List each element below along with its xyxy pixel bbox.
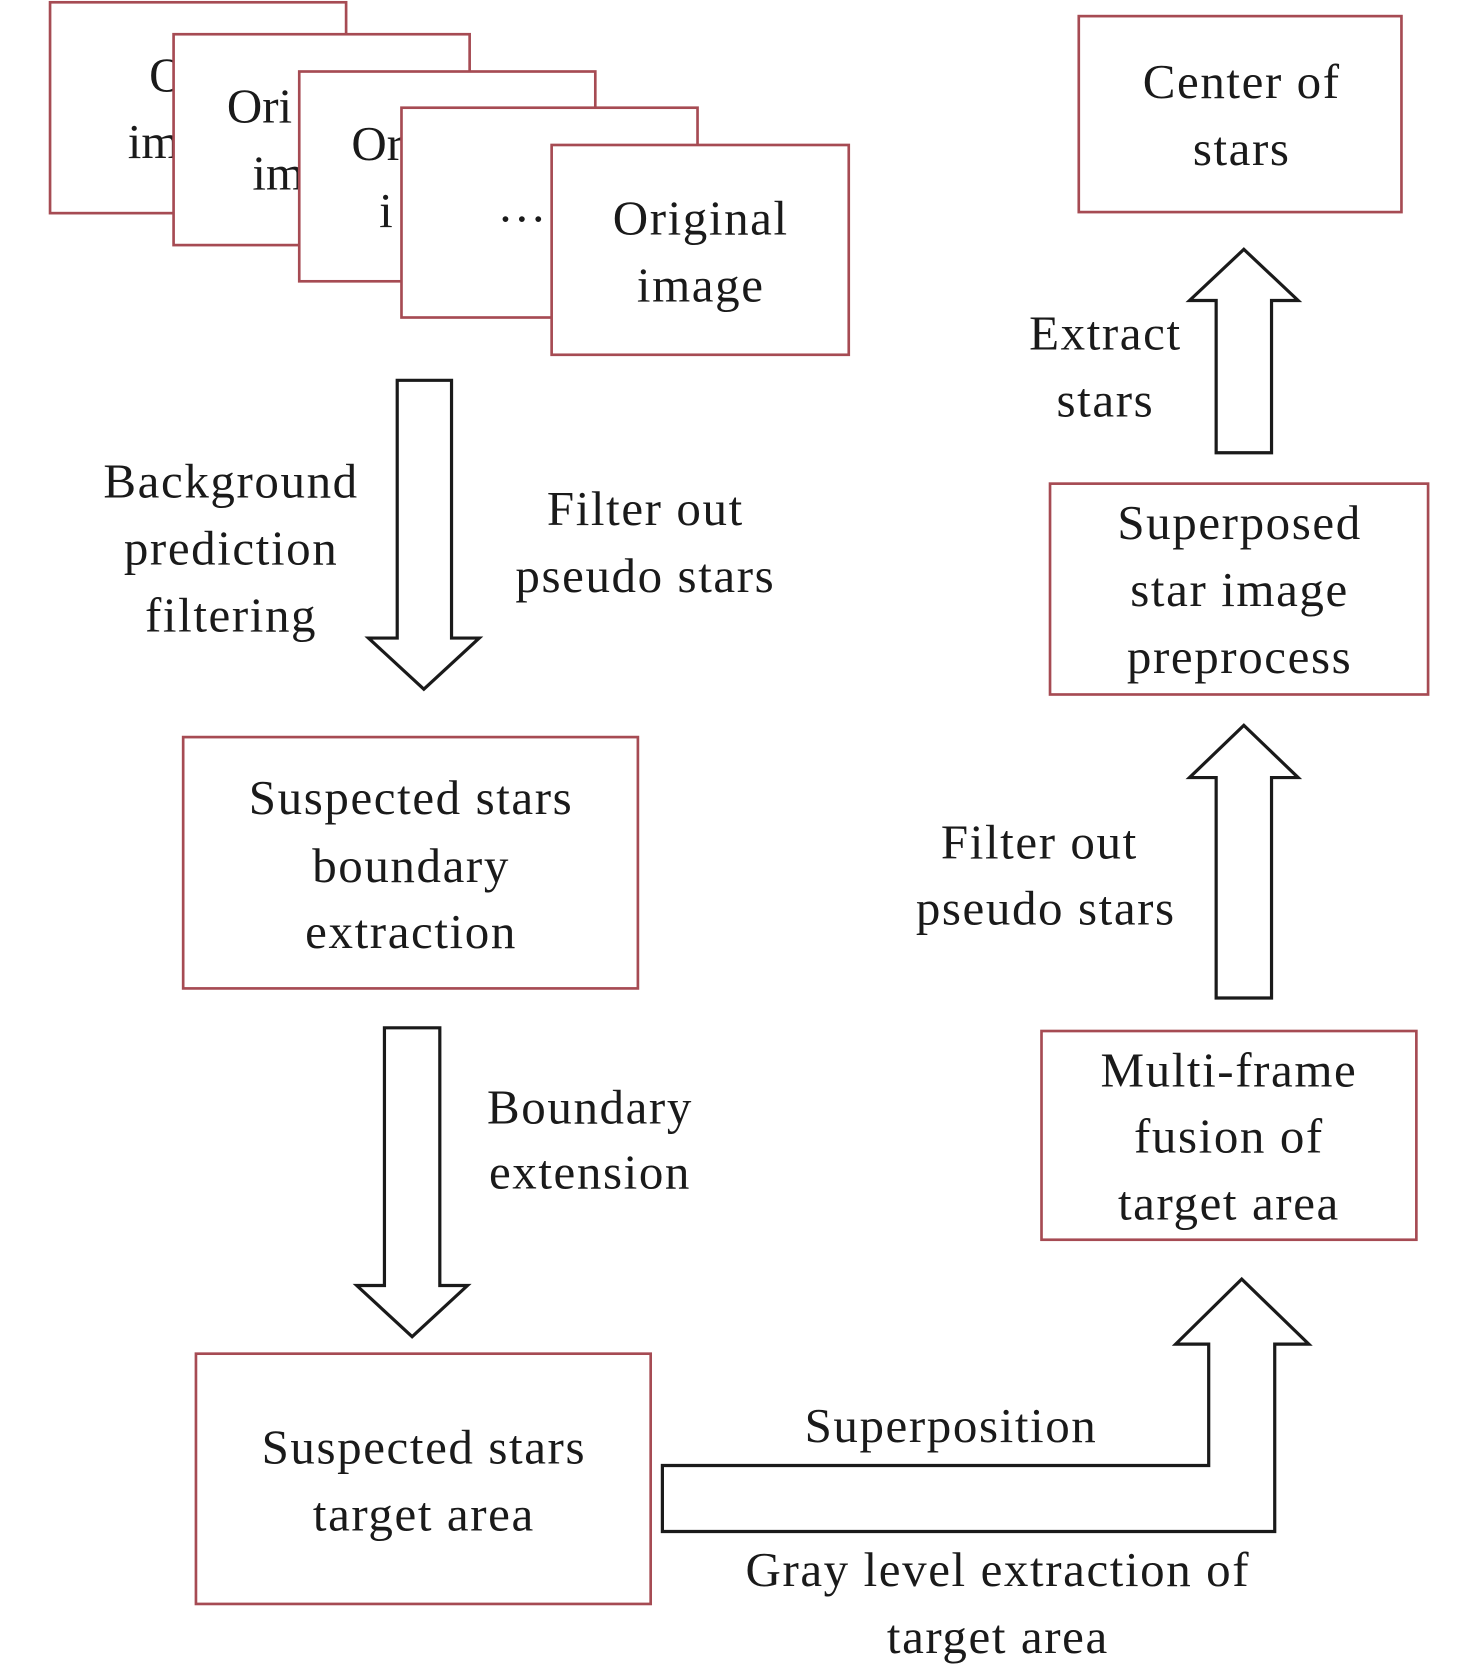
svg-text:Superposed: Superposed: [1117, 495, 1361, 550]
node-boundary-extraction: Suspected stars boundary extraction: [181, 735, 640, 990]
svg-text:target area: target area: [887, 1609, 1109, 1664]
svg-text:fusion of: fusion of: [1134, 1108, 1324, 1163]
svg-text:filtering: filtering: [145, 588, 317, 643]
svg-text:target area: target area: [313, 1486, 535, 1541]
front-card-line1: Original: [613, 190, 789, 245]
svg-text:stars: stars: [1057, 373, 1155, 428]
stack-ellipsis: …: [497, 178, 546, 233]
edge-label-background-filtering: Background prediction filtering: [103, 453, 358, 643]
svg-text:pseudo stars: pseudo stars: [916, 881, 1176, 936]
svg-text:Center of: Center of: [1143, 54, 1341, 109]
svg-text:prediction: prediction: [124, 521, 339, 576]
card-3-line2: i: [379, 183, 393, 238]
svg-text:Filter out: Filter out: [547, 481, 744, 536]
svg-text:Extract: Extract: [1029, 305, 1182, 360]
down-arrow-icon: [352, 1026, 472, 1339]
bent-arrow-icon: [660, 1276, 1313, 1534]
edge-label-gray-level: Gray level extraction of target area: [745, 1542, 1250, 1664]
svg-text:Filter out: Filter out: [941, 814, 1138, 869]
front-card-line2: image: [637, 258, 765, 313]
edge-label-superposition: Superposition: [805, 1398, 1098, 1453]
edge-label-boundary-extension: Boundary extension: [487, 1080, 693, 1200]
svg-text:target area: target area: [1118, 1176, 1340, 1231]
original-image-card-front: Original image: [550, 143, 851, 357]
svg-text:stars: stars: [1193, 121, 1291, 176]
svg-text:pseudo stars: pseudo stars: [515, 548, 775, 603]
svg-text:Gray level extraction of: Gray level extraction of: [745, 1542, 1250, 1597]
svg-text:preprocess: preprocess: [1127, 629, 1352, 684]
svg-text:Multi-frame: Multi-frame: [1100, 1042, 1357, 1097]
edge-label-filter-pseudo-right: Filter out pseudo stars: [916, 814, 1176, 936]
up-arrow-icon: [1185, 723, 1303, 1000]
card-1-line2: im: [128, 114, 180, 169]
edge-label-extract-stars: Extract stars: [1029, 305, 1182, 428]
svg-text:extraction: extraction: [305, 904, 517, 959]
edge-label-filter-pseudo-left: Filter out pseudo stars: [515, 481, 775, 603]
up-arrow-icon: [1185, 247, 1303, 455]
svg-text:star image: star image: [1130, 562, 1349, 617]
svg-text:Background: Background: [103, 453, 358, 508]
card-2-line2: im: [252, 146, 304, 201]
node-multi-frame-fusion: Multi-frame fusion of target area: [1040, 1029, 1418, 1242]
card-3-line1: Or: [351, 116, 403, 171]
down-arrow-icon: [364, 378, 484, 692]
node-center-of-stars: Center of stars: [1077, 14, 1403, 214]
node-superposed-preprocess: Superposed star image preprocess: [1048, 482, 1430, 696]
svg-text:Boundary: Boundary: [487, 1080, 693, 1135]
svg-text:extension: extension: [489, 1145, 691, 1200]
svg-text:boundary: boundary: [312, 838, 510, 893]
svg-text:Superposition: Superposition: [805, 1398, 1098, 1453]
original-image-stack: Ori im Ori im Or i … Original image: [48, 0, 851, 357]
svg-text:Suspected stars: Suspected stars: [262, 1419, 587, 1474]
svg-text:Suspected stars: Suspected stars: [249, 770, 574, 825]
card-2-line1: Ori: [227, 79, 292, 134]
node-target-area: Suspected stars target area: [194, 1352, 653, 1606]
